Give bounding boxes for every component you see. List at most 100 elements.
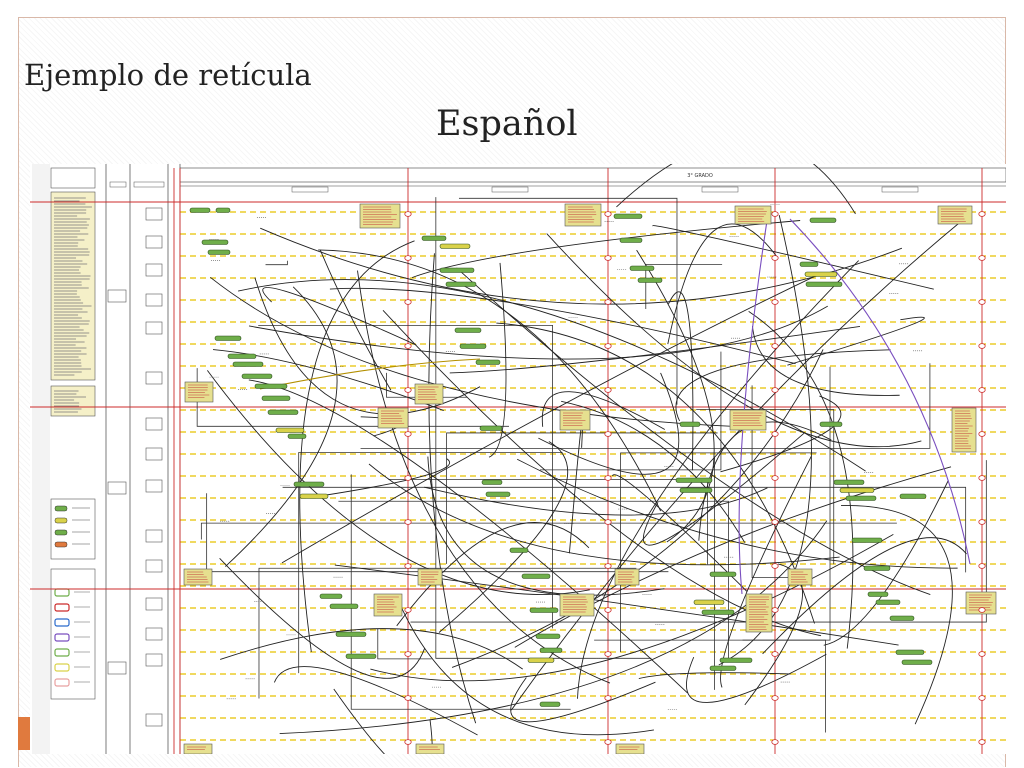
column-header-box: [881, 186, 919, 193]
connector-curve: [451, 349, 824, 668]
content-node: [319, 593, 343, 599]
grade-header: 3° GRADO: [687, 173, 713, 179]
marker: [604, 387, 612, 393]
marker: [404, 695, 412, 701]
red-markers: [404, 211, 986, 745]
content-node: [527, 657, 555, 663]
content-node: [299, 493, 329, 499]
connector-curve: [238, 279, 866, 472]
content-node: [851, 537, 883, 543]
connector-curve: [636, 249, 715, 543]
connector-elbow: [594, 366, 831, 641]
content-node: [701, 609, 735, 615]
row-label-boxes: [107, 207, 163, 727]
content-node: [254, 383, 288, 389]
connector-curve: [642, 432, 806, 546]
content-node: [899, 493, 927, 499]
content-node: [454, 327, 482, 333]
content-node: [479, 425, 503, 431]
connector-curve: [357, 270, 611, 684]
connector-curve: [538, 372, 680, 475]
content-node: [485, 491, 511, 497]
marker: [978, 651, 986, 657]
content-node: [619, 237, 643, 243]
note-box: [734, 205, 772, 225]
connector-curve: [427, 456, 665, 596]
marker: [978, 739, 986, 745]
legend-key-swatch: [54, 588, 70, 597]
content-node: [867, 591, 889, 597]
marker: [771, 211, 779, 217]
content-node: [445, 281, 477, 287]
connector-elbow: [206, 493, 669, 573]
marker: [978, 475, 986, 481]
row-label-box: [107, 481, 127, 495]
content-node: [189, 207, 211, 213]
content-node: [889, 615, 915, 621]
row-label-box: [145, 713, 163, 727]
row-label-box: [145, 653, 163, 667]
legend-keys: [54, 505, 90, 687]
connector-curve: [279, 520, 828, 735]
header-band: [179, 167, 1006, 183]
row-label-box: [145, 447, 163, 461]
note-box: [415, 743, 445, 754]
marker: [771, 475, 779, 481]
content-node: [675, 477, 713, 483]
content-node: [819, 421, 843, 427]
marker: [978, 607, 986, 613]
marker: [771, 387, 779, 393]
connector-curve: [652, 225, 934, 290]
reticula-diagram: 3° GRADO: [30, 164, 1006, 754]
connector-elbow: [410, 460, 987, 623]
row-label-box: [145, 479, 163, 493]
connector-elbow: [298, 452, 563, 674]
connector-curve: [273, 666, 478, 736]
connector-curve: [496, 322, 815, 624]
marker: [404, 563, 412, 569]
marker: [978, 299, 986, 305]
row-label-box: [145, 529, 163, 543]
content-node: [201, 239, 229, 245]
note-box: [183, 743, 213, 754]
connector-curve: [751, 326, 900, 396]
connector-elbow: [338, 500, 729, 660]
connector-curve: [514, 466, 952, 648]
connector-curve-purple: [738, 213, 769, 595]
connector-curve: [612, 474, 748, 592]
marker: [771, 739, 779, 745]
connector-elbow: [696, 409, 835, 565]
connector-curve: [510, 221, 962, 711]
note-box: [373, 593, 403, 617]
slide-title: Ejemplo de retícula: [24, 58, 312, 92]
note-box: [729, 409, 767, 431]
content-node: [475, 359, 501, 365]
content-node: [215, 207, 231, 213]
marker: [404, 431, 412, 437]
connector-curve: [397, 599, 654, 736]
content-node: [901, 659, 933, 665]
connector-curve: [311, 458, 451, 498]
marker: [604, 651, 612, 657]
marker: [771, 431, 779, 437]
note-box: [377, 407, 409, 429]
connector-curve: [262, 287, 417, 346]
row-label-box: [145, 559, 163, 573]
connector-curve: [568, 420, 584, 554]
content-nodes: [189, 204, 933, 711]
marker: [604, 343, 612, 349]
note-box: [615, 743, 645, 754]
connector-curve: [577, 260, 859, 699]
legend-key-swatch: [54, 541, 68, 548]
marker: [978, 431, 986, 437]
content-node: [637, 277, 663, 283]
connector-curve-yellow: [259, 358, 481, 390]
connector-curve: [225, 286, 338, 567]
accent-bar: [18, 717, 30, 750]
reticula-svg: 3° GRADO: [30, 164, 1006, 754]
column-header-box: [133, 181, 165, 188]
connector-curve: [207, 370, 590, 596]
content-node: [267, 409, 299, 415]
note-box: [359, 203, 401, 229]
content-node: [539, 701, 561, 707]
